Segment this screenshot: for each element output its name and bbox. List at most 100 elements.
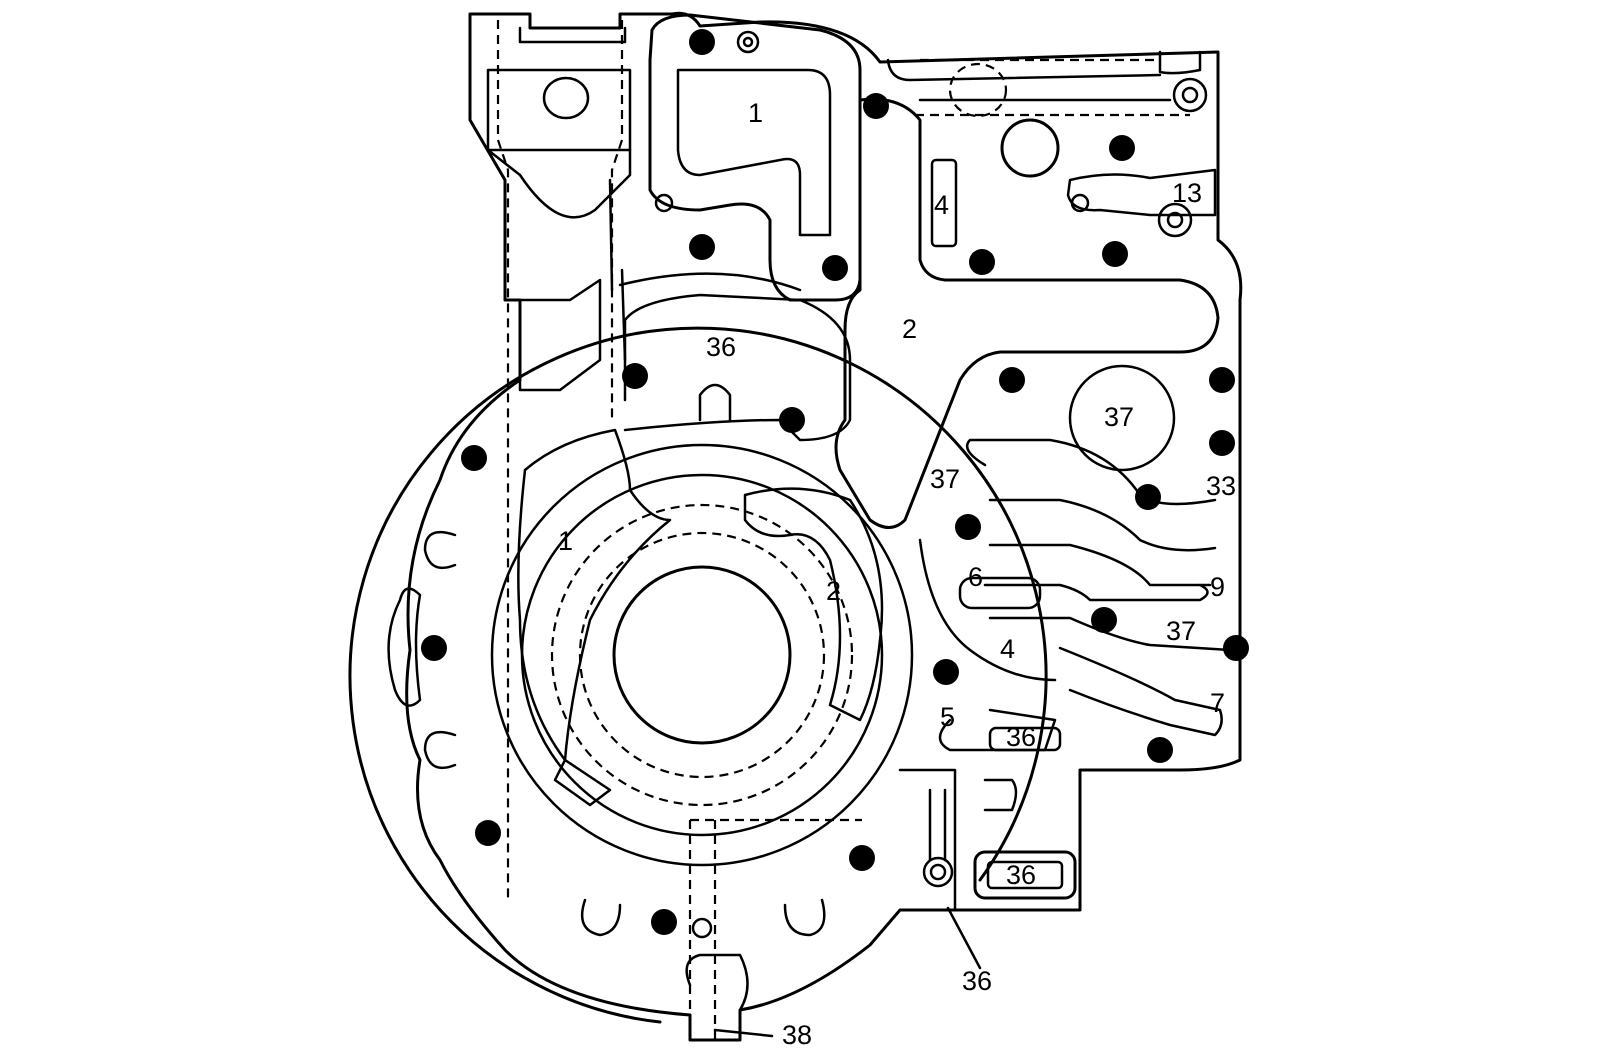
label-38-callout: 38 (782, 1020, 812, 1050)
bottom-funnel (685, 953, 749, 1012)
finger-channel-7 (1058, 646, 1223, 737)
bolt-hole (1109, 135, 1135, 161)
bracket-dash (496, 20, 624, 900)
bottom-right-passage (928, 788, 947, 862)
top-dashed-bore (948, 62, 1008, 118)
top-small-hole-inner (742, 36, 754, 48)
bolt-hole (1091, 607, 1117, 633)
finger-channel-9 (983, 583, 1209, 602)
inner-ring-mid (520, 473, 884, 837)
channel-2-main (834, 97, 1220, 529)
label-33: 33 (1206, 471, 1236, 501)
bolt-hole (822, 255, 848, 281)
bolt-hole (849, 845, 875, 871)
bolt-hole (863, 93, 889, 119)
callout-36-leader (946, 906, 982, 970)
top-right-shelf (1158, 50, 1202, 75)
left-channel-wall (503, 178, 602, 392)
bolt-holes (421, 29, 1249, 935)
label-37-right: 37 (1166, 616, 1196, 646)
dashed-ring-inner (578, 531, 826, 779)
left-lobe-bottom (423, 730, 457, 770)
bottom-right-bolt-hole-inner (929, 863, 947, 881)
bolt-hole (461, 445, 487, 471)
bolt-hole (622, 363, 648, 389)
top-bore (1000, 118, 1060, 178)
label-7: 7 (1210, 688, 1225, 718)
finger-channel-33 (988, 498, 1217, 552)
bolt-hole (1135, 484, 1161, 510)
bolt-hole (955, 514, 981, 540)
channel-13-end (1157, 202, 1193, 238)
bottom-lobe-left (580, 898, 622, 937)
label-37-circle: 37 (1104, 402, 1134, 432)
label-4-low: 4 (1000, 634, 1015, 664)
channel-36-box-inner (986, 860, 1064, 890)
top-right-small-bore-inner (1181, 86, 1199, 104)
bolt-hole (1147, 737, 1173, 763)
bolt-hole (1209, 367, 1235, 393)
bottom-passage (688, 818, 862, 1040)
bolt-hole (651, 909, 677, 935)
center-upper-arc (618, 272, 802, 292)
top-right-dash-duct (915, 58, 1190, 117)
left-small-hole (654, 193, 674, 213)
label-36-box: 36 (1006, 860, 1036, 890)
channel-2-crescent (743, 487, 884, 722)
label-37-left: 37 (930, 464, 960, 494)
bracket-funnel (486, 148, 632, 219)
channel-4-slot (930, 158, 958, 248)
channel-6-slot (958, 576, 1042, 610)
callout-labels: 1 4 13 2 36 37 37 33 1 2 6 9 37 4 7 5 36… (558, 98, 1236, 1050)
callout-38-leader (713, 1028, 774, 1038)
finger-channel-a (988, 543, 1212, 587)
channel-37-bore (1068, 364, 1176, 472)
bolt-hole (689, 234, 715, 260)
label-2-ring: 2 (826, 576, 841, 606)
central-bore (612, 565, 792, 745)
bolt-hole (1102, 241, 1128, 267)
top-right-duct (886, 58, 1172, 102)
label-1-left: 1 (558, 526, 573, 556)
top-left-bracket (486, 68, 632, 152)
finger-channel-37b (988, 616, 1232, 652)
finger-channel-4 (918, 538, 1057, 682)
channel-36-notch (698, 383, 732, 422)
bottom-small-hole (691, 917, 713, 939)
channel-36-arc (623, 293, 852, 442)
plate-outline (405, 11, 1243, 1042)
bottom-right-box (898, 768, 1018, 912)
bracket-top-wall (518, 26, 627, 44)
bolt-hole (999, 367, 1025, 393)
left-lobe-top (423, 530, 457, 570)
label-36-small: 36 (1006, 722, 1036, 752)
channel-13-pin (1070, 193, 1090, 213)
top-right-small-bore (1172, 77, 1208, 113)
label-6: 6 (968, 562, 983, 592)
bolt-hole (969, 249, 995, 275)
label-36-top: 36 (706, 332, 736, 362)
bolt-hole (421, 635, 447, 661)
left-kidney-slot (387, 587, 422, 707)
bolt-hole (689, 29, 715, 55)
channel-1-inner (676, 68, 832, 237)
channel-36-small-slot (988, 726, 1062, 752)
label-4-top: 4 (934, 190, 949, 220)
finger-channel-5 (938, 708, 1057, 752)
bolt-hole (1223, 635, 1249, 661)
label-13: 13 (1172, 178, 1202, 208)
bolt-hole (1209, 430, 1235, 456)
finger-channel-37 (965, 438, 1217, 506)
top-small-hole (736, 30, 760, 54)
bolt-hole (933, 659, 959, 685)
bottom-right-bolt-hole (922, 856, 954, 888)
lower-left-slot (553, 758, 612, 807)
bracket-oval-hole (542, 76, 590, 120)
bolt-hole (475, 820, 501, 846)
channel-1-left (517, 428, 672, 762)
bolt-hole (779, 407, 805, 433)
channel-13-end-hole (1166, 211, 1184, 229)
label-2-mid: 2 (902, 314, 917, 344)
